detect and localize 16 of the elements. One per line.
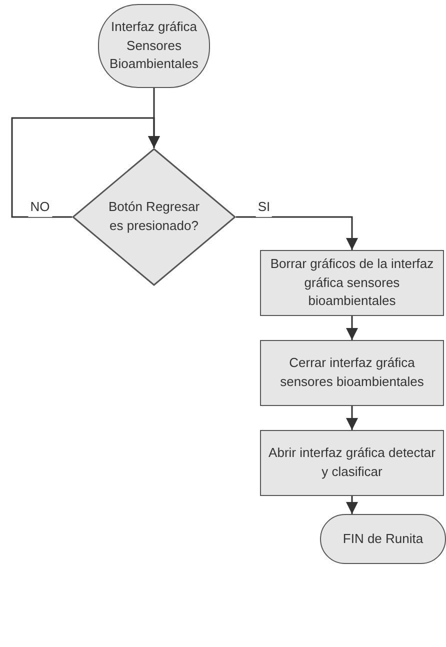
arrow: [236, 216, 358, 250]
node-text: Botón Regresar es presionado?: [107, 198, 201, 235]
process-box: [260, 430, 444, 496]
arrow: [346, 316, 358, 340]
terminal-shape: [320, 514, 446, 564]
node-text: Abrir interfaz gráfica detectar y clasificar: [268, 444, 436, 481]
arrow: [346, 406, 358, 430]
node-text: Cerrar interfaz gráfica sensores bioambientales: [279, 354, 425, 391]
process-box: [260, 340, 444, 406]
node-text: Borrar gráficos de la interfaz gráfica sensores bioambientales: [269, 254, 435, 310]
node-text: Interfaz gráfica Sensores Bioambientales: [108, 18, 200, 74]
process-box: [260, 250, 444, 316]
arrow: [11, 117, 160, 218]
decision-diamond: [72, 148, 236, 286]
arrow: [346, 496, 358, 514]
node-text: FIN de Runita: [342, 530, 424, 548]
